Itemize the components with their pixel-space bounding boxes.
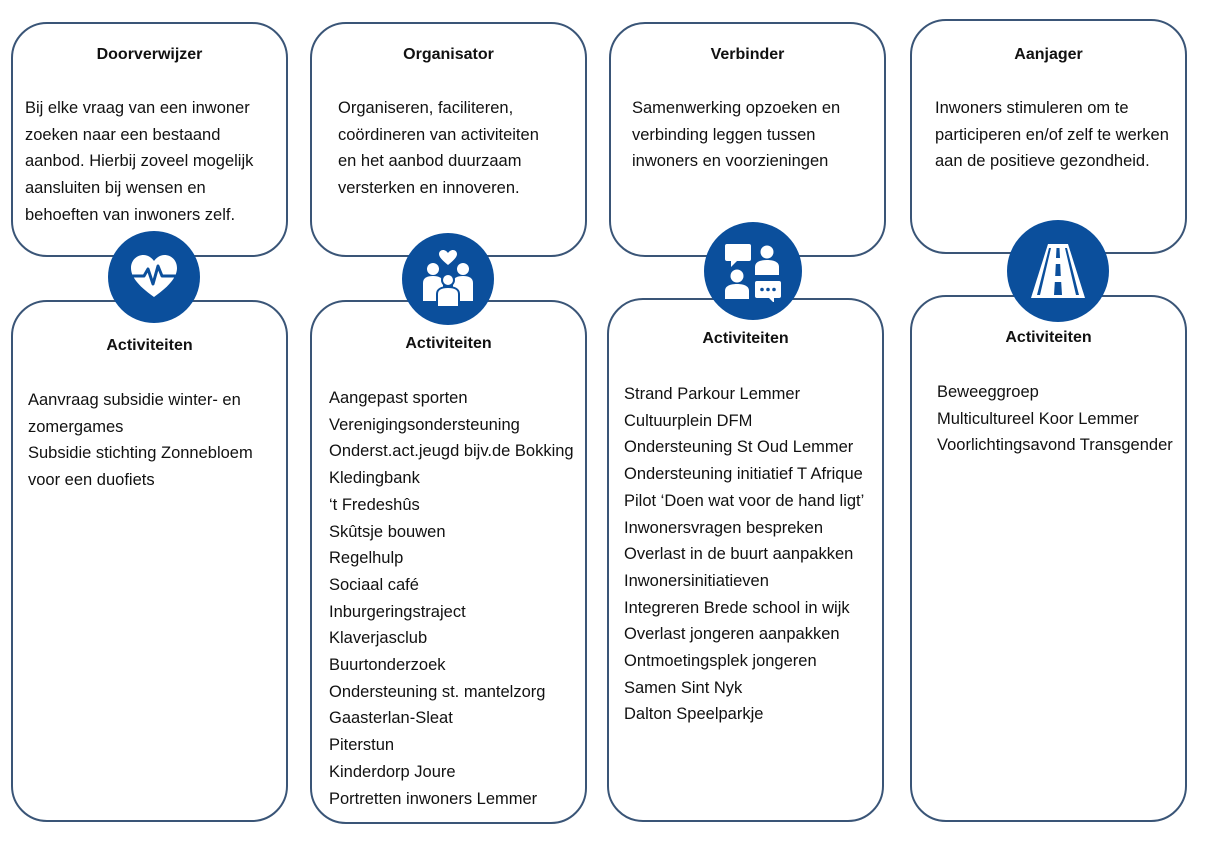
activities-box-doorverwijzer: Activiteiten Aanvraag subsidie winter- e…	[11, 300, 288, 822]
list-item: Verenigingsondersteuning	[329, 415, 520, 434]
list-item: Regelhulp	[329, 549, 404, 568]
activities-box-verbinder: Activiteiten Strand Parkour Lemmer Cultu…	[607, 298, 884, 822]
list-item: Inburgeringstraject	[329, 602, 466, 621]
list-item: Overlast jongeren aanpakken	[624, 625, 840, 644]
list-item: Pilot ‘Doen wat voor de hand ligt’	[624, 491, 865, 510]
list-item: Ontmoetingsplek jongeren	[624, 652, 817, 671]
people-chat-icon	[704, 222, 802, 320]
activities-box-aanjager: Activiteiten Beweeggroep Multicultureel …	[910, 295, 1187, 822]
list-item: Skûtsje bouwen	[329, 522, 446, 541]
list-item: Ondersteuning st. mantelzorg	[329, 682, 546, 701]
list-item: Kledingbank	[329, 469, 420, 488]
list-item: Aangepast sporten	[329, 389, 468, 407]
role-title: Organisator	[403, 46, 494, 63]
role-box-doorverwijzer: Doorverwijzer Bij elke vraag van een inw…	[11, 22, 288, 257]
list-item: Buurtonderzoek	[329, 656, 446, 675]
list-item: Dalton Speelparkje	[624, 705, 764, 724]
list-item: Integreren Brede school in wijk	[624, 598, 850, 617]
activities-list: Aanvraag subsidie winter- en zomergames …	[28, 387, 253, 494]
activities-list: Aangepast sporten Verenigingsondersteuni…	[329, 385, 574, 812]
list-item: Samen Sint Nyk	[624, 678, 743, 697]
activities-box-organisator: Activiteiten Aangepast sporten Verenigin…	[310, 300, 587, 824]
role-description: Bij elke vraag van een inwoner zoeken na…	[25, 99, 254, 224]
list-item: Overlast in de buurt aanpakken	[624, 545, 854, 564]
family-heart-icon	[402, 233, 494, 325]
list-item: Beweeggroep	[937, 383, 1039, 401]
role-box-verbinder: Verbinder Samenwerking opzoeken en verbi…	[609, 22, 886, 257]
list-item: Multicultureel Koor Lemmer	[937, 409, 1139, 428]
activities-title: Activiteiten	[1005, 329, 1092, 346]
activities-title: Activiteiten	[106, 337, 193, 354]
list-item: Subsidie stichting Zonnebloem	[28, 444, 253, 463]
role-title: Verbinder	[710, 46, 785, 63]
list-item: Inwonersinitiatieven	[624, 571, 769, 590]
list-item: Klaverjasclub	[329, 629, 428, 648]
road-icon	[1007, 220, 1109, 322]
list-item: zomergames	[28, 417, 124, 436]
list-item: voor een duofiets	[28, 471, 155, 490]
role-title: Doorverwijzer	[96, 46, 203, 63]
list-item: Ondersteuning initiatief T Afrique	[624, 465, 863, 484]
list-item: Gaasterlan-Sleat	[329, 709, 453, 728]
role-description: Inwoners stimuleren om te participeren e…	[935, 99, 1169, 171]
heart-pulse-icon	[108, 231, 200, 323]
list-item: Aanvraag subsidie winter- en	[28, 391, 241, 409]
list-item: Cultuurplein DFM	[624, 411, 753, 430]
list-item: Portretten inwoners Lemmer	[329, 789, 538, 808]
role-box-aanjager: Aanjager Inwoners stimuleren om te parti…	[910, 19, 1187, 254]
list-item: Ondersteuning St Oud Lemmer	[624, 438, 854, 457]
activities-list: Beweeggroep Multicultureel Koor Lemmer V…	[937, 379, 1173, 459]
role-description: Organiseren, faciliteren, coördineren va…	[338, 99, 539, 198]
list-item: Piterstun	[329, 736, 395, 755]
list-item: Sociaal café	[329, 575, 419, 594]
role-box-organisator: Organisator Organiseren, faciliteren, co…	[310, 22, 587, 257]
role-title: Aanjager	[1014, 46, 1083, 63]
activities-list: Strand Parkour Lemmer Cultuurplein DFM O…	[624, 381, 864, 728]
list-item: Inwonersvragen bespreken	[624, 518, 824, 537]
list-item: Strand Parkour Lemmer	[624, 385, 801, 403]
activities-title: Activiteiten	[702, 330, 789, 347]
activities-title: Activiteiten	[405, 335, 492, 352]
role-description: Samenwerking opzoeken en verbinding legg…	[632, 99, 841, 171]
list-item: Kinderdorp Joure	[329, 762, 456, 781]
list-item: Voorlichtingsavond Transgender	[937, 436, 1173, 455]
list-item: ‘t Fredeshûs	[329, 495, 420, 514]
list-item: Onderst.act.jeugd bijv.de Bokking	[329, 442, 574, 461]
